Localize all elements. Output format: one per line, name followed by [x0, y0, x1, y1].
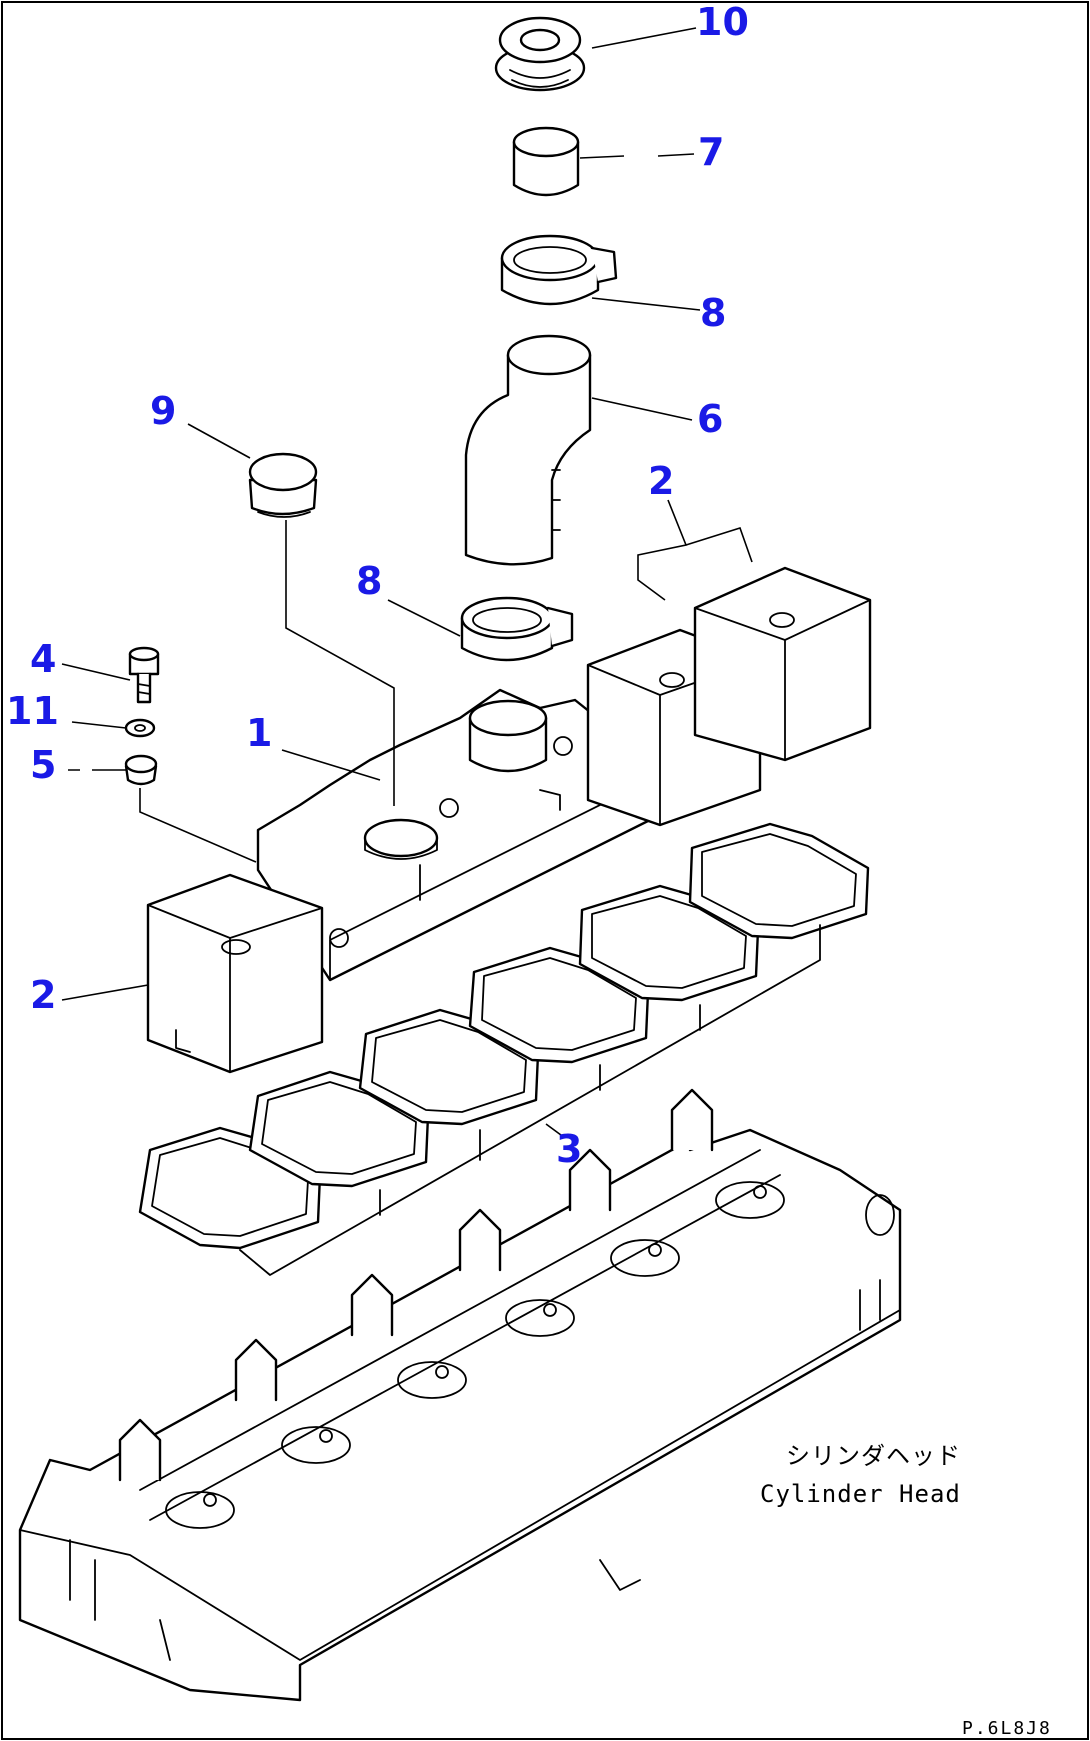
cylinder-head-label-jp: シリンダヘッド — [786, 1442, 961, 1470]
leader-4 — [61, 663, 131, 681]
cover-box-right-back — [693, 566, 872, 762]
leader-6 — [591, 397, 693, 421]
leader-lines — [61, 27, 753, 1139]
elbow-hose — [464, 334, 592, 566]
bolt — [128, 646, 160, 704]
grommet — [124, 754, 158, 786]
callout-8-mid: 8 — [356, 559, 382, 603]
leader-8-mid — [387, 599, 461, 637]
cylinder-head-label-en: Cylinder Head — [760, 1480, 961, 1508]
leader-8-top — [591, 297, 701, 311]
sleeve — [512, 126, 580, 197]
callout-7: 7 — [698, 130, 724, 174]
plug — [248, 452, 318, 518]
gasket-set — [138, 822, 870, 1276]
leader-5-to-cover — [139, 788, 257, 863]
callout-3: 3 — [556, 1127, 582, 1171]
callout-2-right: 2 — [648, 459, 674, 503]
callout-2-left: 2 — [30, 973, 56, 1017]
callout-11: 11 — [6, 689, 59, 733]
leader-10 — [591, 27, 697, 49]
leader-3 — [545, 1123, 566, 1139]
drawing-code: P.6L8J8 — [962, 1718, 1052, 1739]
leader-2-left — [61, 984, 149, 1001]
head-cover — [256, 688, 652, 982]
leader-1 — [281, 749, 381, 781]
leader-9-to-cover — [285, 520, 395, 806]
callout-6: 6 — [697, 397, 723, 441]
callout-9: 9 — [150, 389, 176, 433]
leader-11 — [71, 721, 127, 729]
callout-10: 10 — [696, 0, 749, 44]
callout-5: 5 — [30, 743, 56, 787]
callout-4: 4 — [30, 637, 56, 681]
leader-2-right — [637, 499, 753, 601]
cover-box-left — [146, 873, 324, 1074]
filler-cap — [494, 16, 586, 92]
hose-clamp-upper — [500, 234, 618, 306]
leader-7 — [579, 153, 695, 159]
callout-8-top: 8 — [700, 291, 726, 335]
washer — [124, 718, 156, 738]
callout-1: 1 — [246, 711, 272, 755]
cylinder-head — [18, 1088, 902, 1702]
leader-9 — [187, 423, 251, 459]
hose-clamp-lower — [460, 596, 574, 662]
